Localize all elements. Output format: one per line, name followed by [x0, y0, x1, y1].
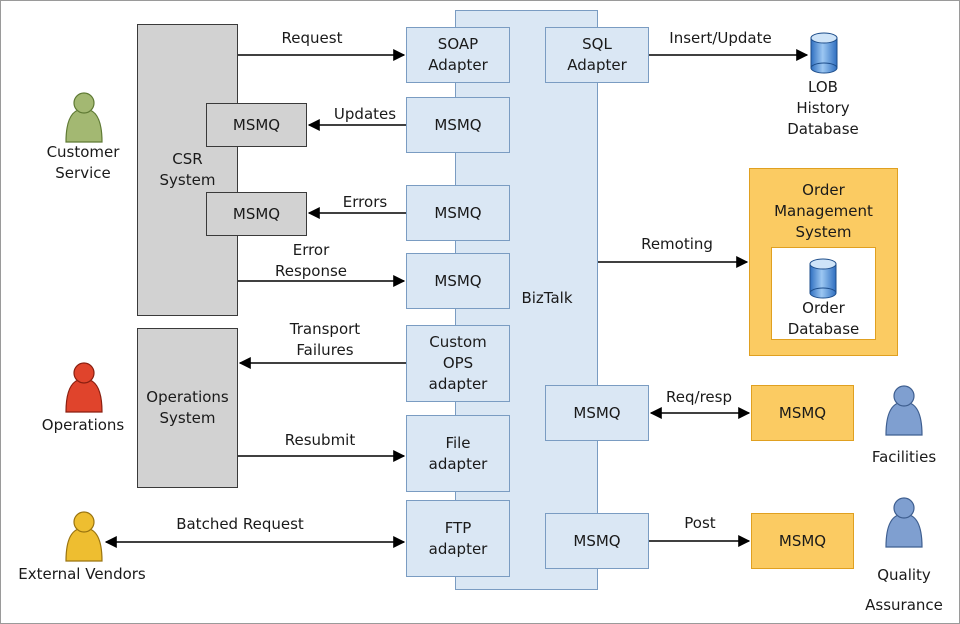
custom-ops-adapter: Custom OPS adapter	[406, 325, 510, 402]
file-adapter: File adapter	[406, 415, 510, 492]
csr-msmq-updates: MSMQ	[206, 103, 307, 147]
customer-service-label: Customer Service	[46, 143, 120, 182]
soap-adapter: SOAP Adapter	[406, 27, 510, 83]
lob-database-icon	[810, 32, 838, 74]
updates-label: Updates	[333, 105, 397, 123]
facilities-label: Facilities	[871, 448, 937, 466]
order-database-icon	[809, 258, 837, 299]
batched-request-label: Batched Request	[176, 515, 304, 533]
quality-msmq-queue: MSMQ	[751, 513, 854, 569]
msmq-req-resp-adapter: MSMQ	[545, 385, 649, 441]
csr-msmq-errors: MSMQ	[206, 192, 307, 236]
lob-history-database-label: LOB History Database	[787, 78, 859, 138]
msmq-updates-adapter: MSMQ	[406, 97, 510, 153]
errors-label: Errors	[342, 193, 388, 211]
transport-failures-label: Transport Failures	[289, 320, 361, 359]
operations-system: Operations System	[137, 328, 238, 488]
msmq-post-adapter: MSMQ	[545, 513, 649, 569]
operations-person-icon	[65, 362, 103, 413]
quality-assurance-label: Quality Assurance	[865, 566, 943, 614]
external-vendors-person-icon	[65, 511, 103, 562]
resubmit-label: Resubmit	[284, 431, 356, 449]
operations-label: Operations	[41, 416, 125, 434]
facilities-msmq-queue: MSMQ	[751, 385, 854, 441]
customer-service-person-icon	[65, 92, 103, 143]
csr-system: CSR System	[137, 24, 238, 316]
msmq-errors-adapter: MSMQ	[406, 185, 510, 241]
msmq-error-response-adapter: MSMQ	[406, 253, 510, 309]
external-vendors-label: External Vendors	[18, 565, 146, 583]
facilities-person-icon	[885, 385, 923, 436]
biztalk-label: BizTalk	[521, 289, 573, 307]
error-response-label: Error Response	[274, 241, 348, 280]
order-management-label: Order Management System	[774, 181, 873, 241]
ftp-adapter: FTP adapter	[406, 500, 510, 577]
sql-adapter: SQL Adapter	[545, 27, 649, 83]
post-label: Post	[684, 514, 716, 532]
insert-update-label: Insert/Update	[669, 29, 772, 47]
order-database-label: Order Database	[787, 299, 860, 338]
remoting-label: Remoting	[641, 235, 713, 253]
req-resp-label: Req/resp	[666, 388, 732, 406]
request-label: Request	[281, 29, 343, 47]
quality-assurance-person-icon	[885, 497, 923, 548]
